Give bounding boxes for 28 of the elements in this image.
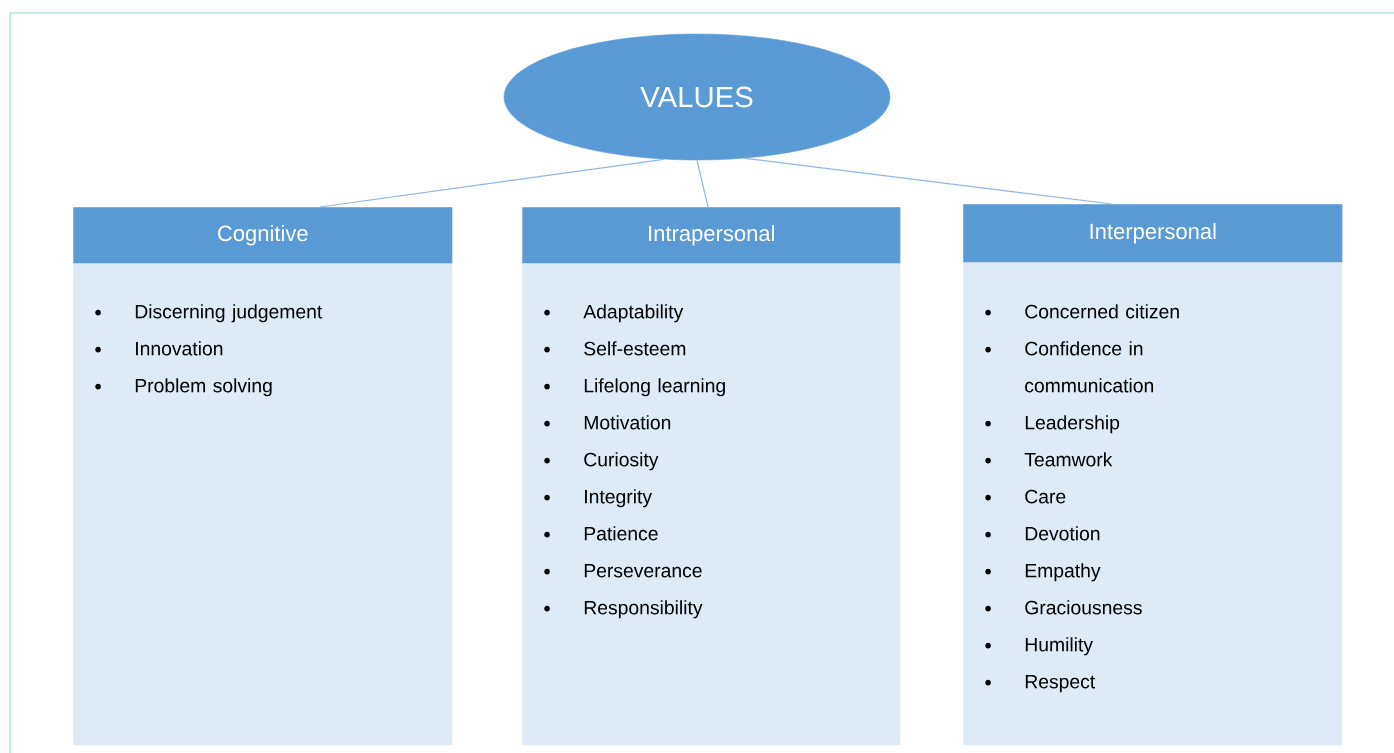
list-item: Teamwork <box>1024 452 1113 467</box>
list-item: Empathy <box>1025 563 1101 582</box>
list-item: Innovation <box>136 341 223 356</box>
list-item: Confidence in communication <box>1025 341 1153 393</box>
list-item: Curiosity <box>584 452 659 471</box>
list-item: Respect <box>1025 674 1096 693</box>
list-item: Self-esteem <box>584 341 686 356</box>
connector-line <box>319 158 665 208</box>
list-item: Devotion <box>1025 526 1100 541</box>
list-item: Graciousness <box>1025 600 1142 615</box>
list-item: Lifelong learning <box>584 378 725 397</box>
list-item: Adaptability <box>583 304 684 323</box>
list-item: Patience <box>584 526 658 541</box>
list-item: Leadership <box>1025 415 1120 434</box>
list-item: Care <box>1025 489 1066 504</box>
list-item: Perseverance <box>584 563 702 578</box>
header-bar: Intrapersonal <box>522 207 901 264</box>
list-item: Problem solving <box>135 378 272 397</box>
connector-line <box>744 157 1113 205</box>
header-bar: Cognitive <box>73 207 453 264</box>
list-item: Concerned citizen <box>1025 304 1179 319</box>
list-item: Responsibility <box>584 600 703 619</box>
connector-line <box>696 159 709 208</box>
list-item: Humility <box>1025 637 1093 656</box>
list-item: Discerning judgement <box>135 304 323 323</box>
list-item: Integrity <box>585 489 652 508</box>
list-item: Motivation <box>584 415 671 430</box>
header-bar: Interpersonal <box>963 204 1343 263</box>
